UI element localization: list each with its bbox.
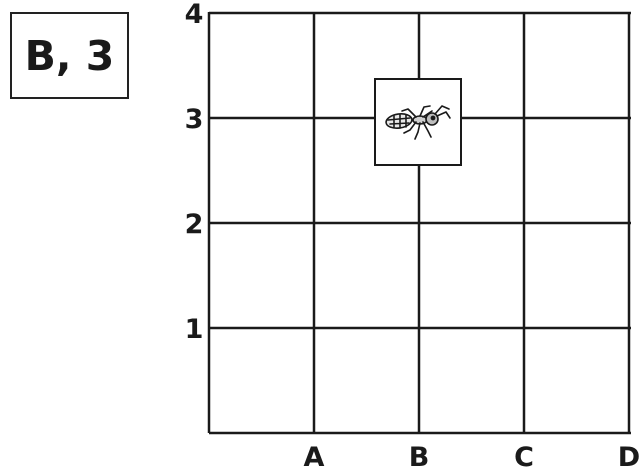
y-tick-label: 4	[185, 0, 204, 30]
y-tick-label: 2	[185, 209, 204, 240]
x-tick-label: A	[304, 442, 325, 471]
grid-lines	[209, 12, 631, 433]
ant-marker	[375, 79, 461, 165]
x-tick-label: C	[514, 442, 534, 471]
tick-labels: A B C D 1 2 3 4	[185, 0, 641, 471]
x-tick-label: B	[409, 442, 430, 471]
y-tick-label: 3	[185, 104, 204, 135]
y-tick-label: 1	[185, 314, 204, 345]
x-tick-label: D	[618, 442, 640, 471]
